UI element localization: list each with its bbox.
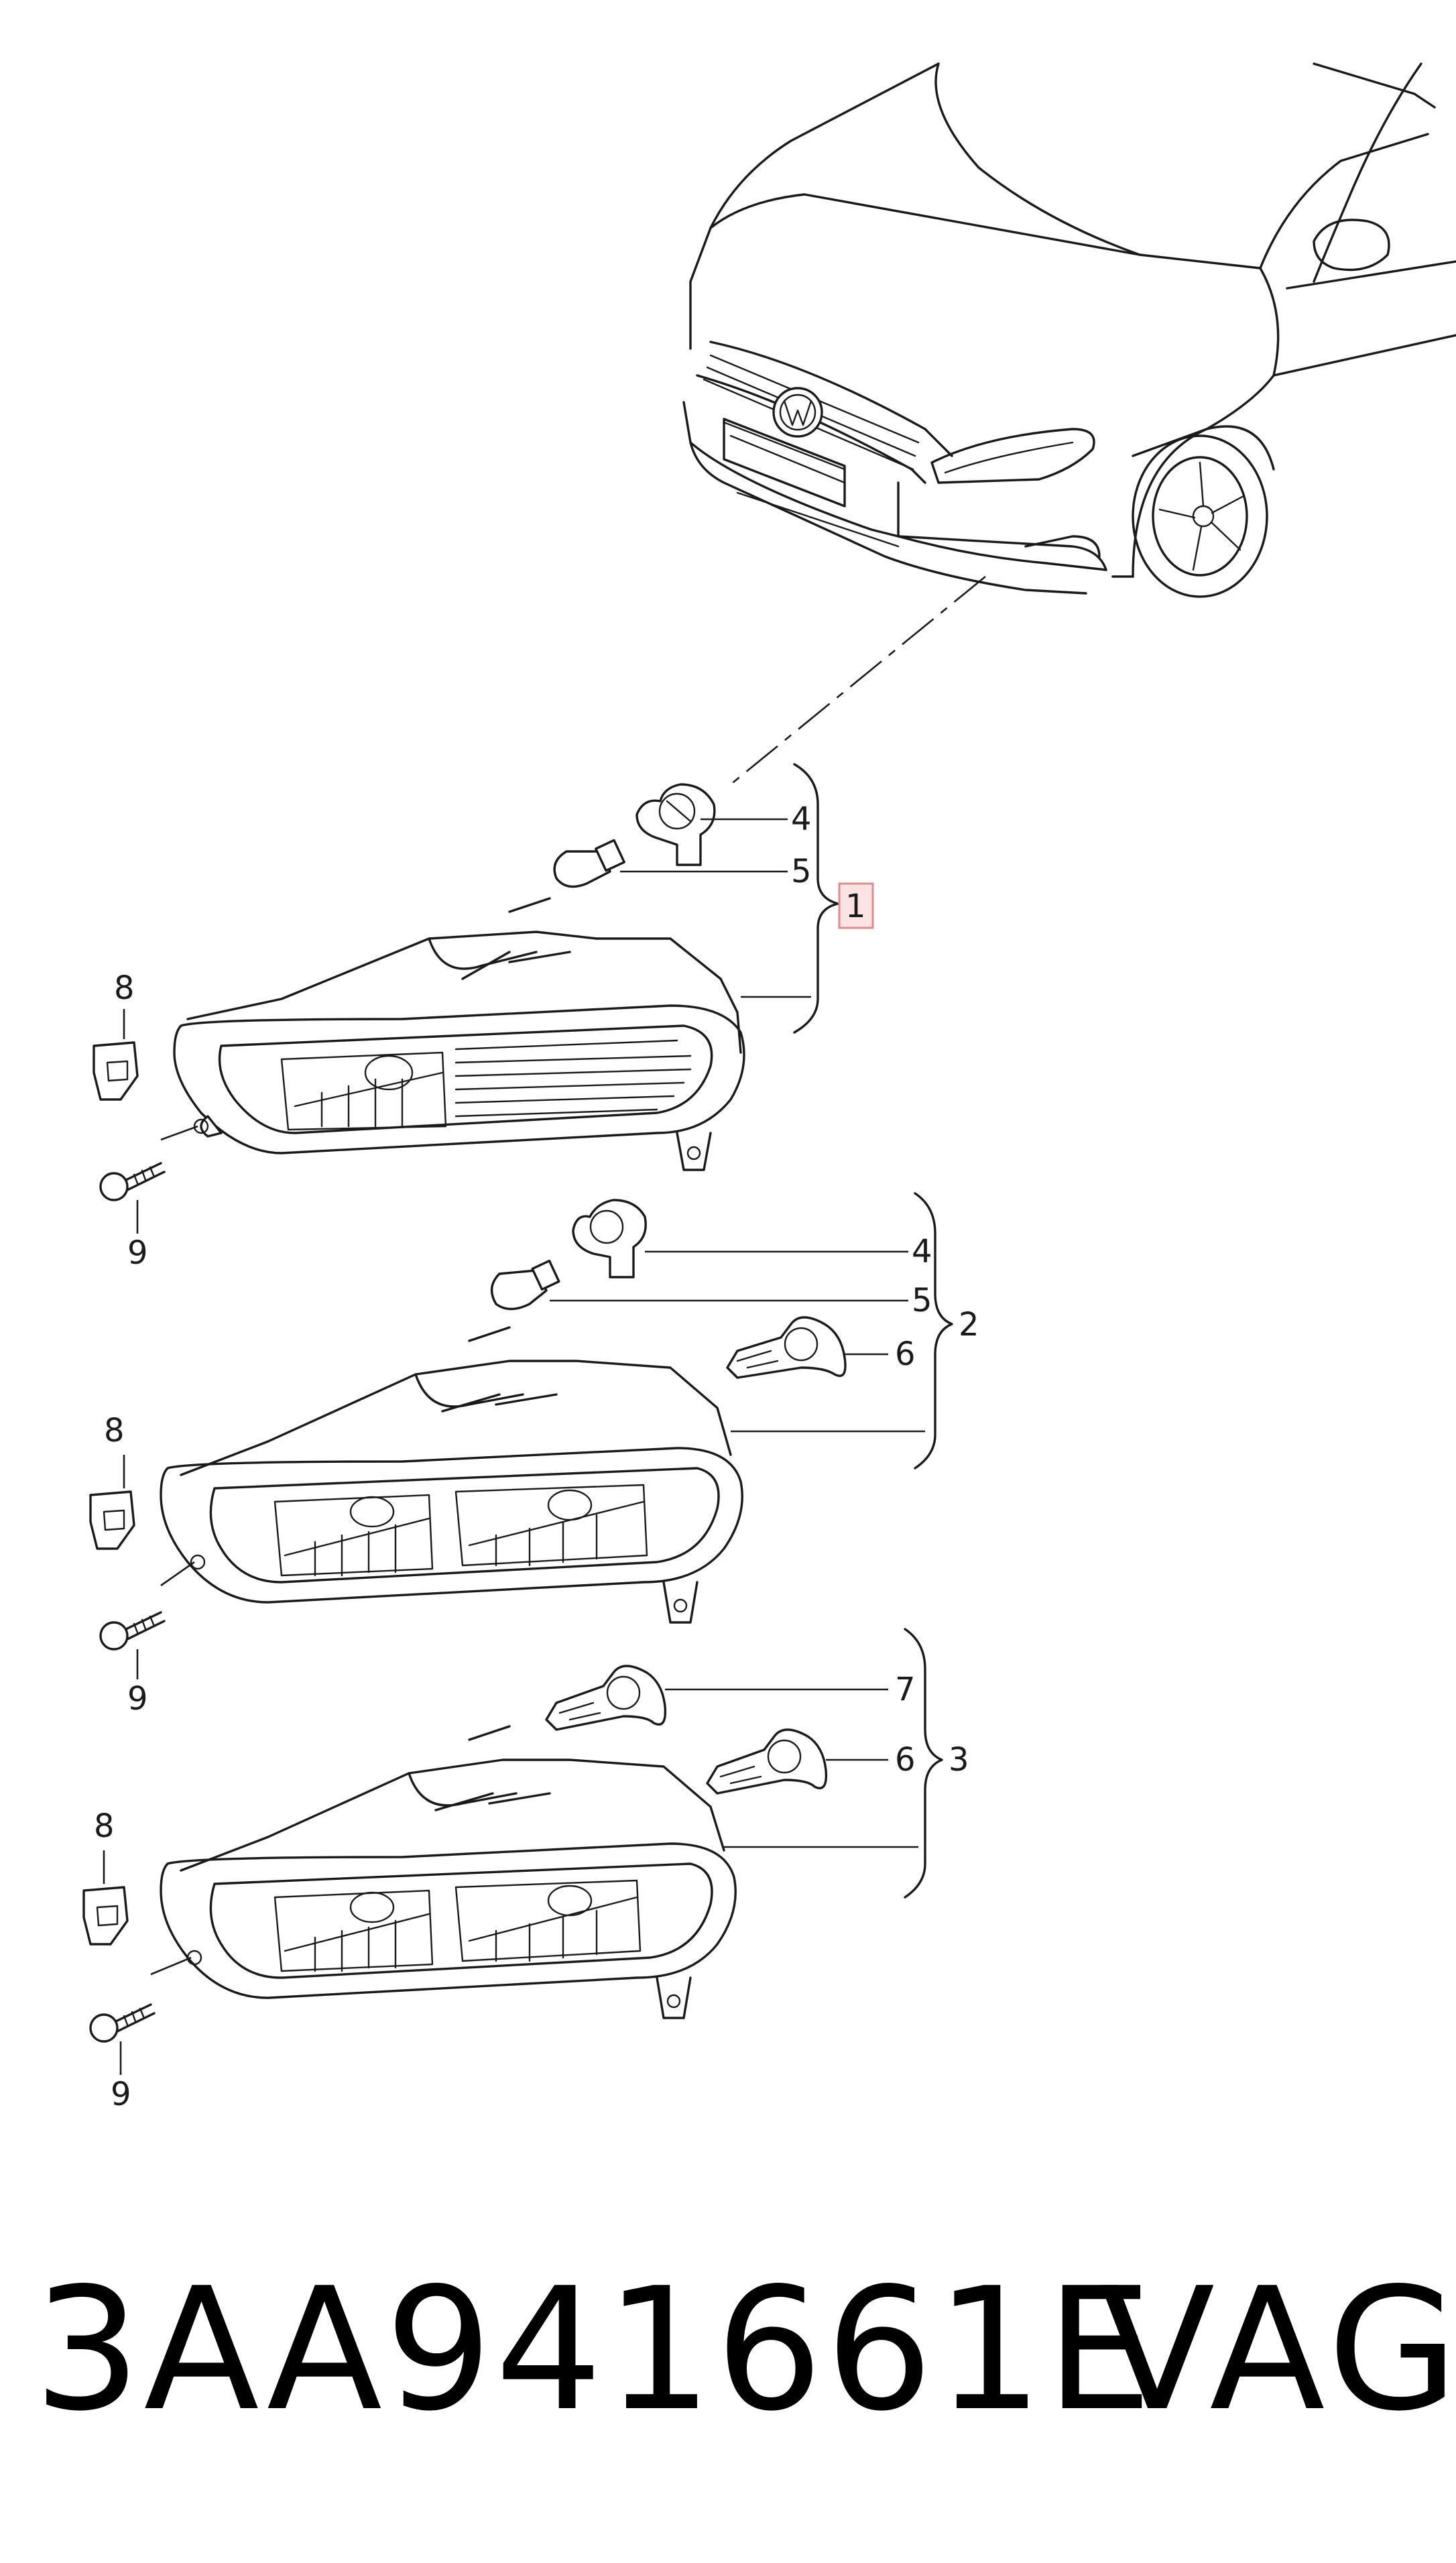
callout-5-a2: 5 <box>912 1282 932 1319</box>
callout-1-highlight <box>838 882 874 929</box>
callout-6-a2: 6 <box>895 1335 916 1373</box>
part-number: 3AA941661E <box>34 2252 1156 2448</box>
callout-9-a1: 9 <box>127 1234 148 1272</box>
assembly-2 <box>89 1199 847 1651</box>
callout-6-a3: 6 <box>895 1741 916 1779</box>
callout-1: 1 <box>845 888 866 925</box>
callout-8-a2: 8 <box>104 1412 125 1449</box>
callout-2: 2 <box>959 1306 979 1344</box>
callout-4-a1: 4 <box>791 800 812 838</box>
brand-label: VAG <box>1099 2252 1456 2448</box>
callout-labels: 1 4 5 8 9 4 5 6 2 8 9 7 6 3 8 9 <box>94 800 979 2113</box>
callout-8-a1: 8 <box>114 969 135 1007</box>
assembly-3 <box>82 1665 828 2043</box>
leader-dashed <box>730 575 986 786</box>
callout-5-a1: 5 <box>791 853 812 890</box>
callout-9-a2: 9 <box>127 1680 148 1718</box>
car-illustration <box>682 62 1456 598</box>
callout-3: 3 <box>949 1741 969 1779</box>
callout-9-a3: 9 <box>111 2076 131 2113</box>
callout-4-a2: 4 <box>912 1233 932 1270</box>
callout-7-a3: 7 <box>895 1671 916 1708</box>
assembly-1 <box>93 783 745 1201</box>
callout-8-a3: 8 <box>94 1807 115 1845</box>
